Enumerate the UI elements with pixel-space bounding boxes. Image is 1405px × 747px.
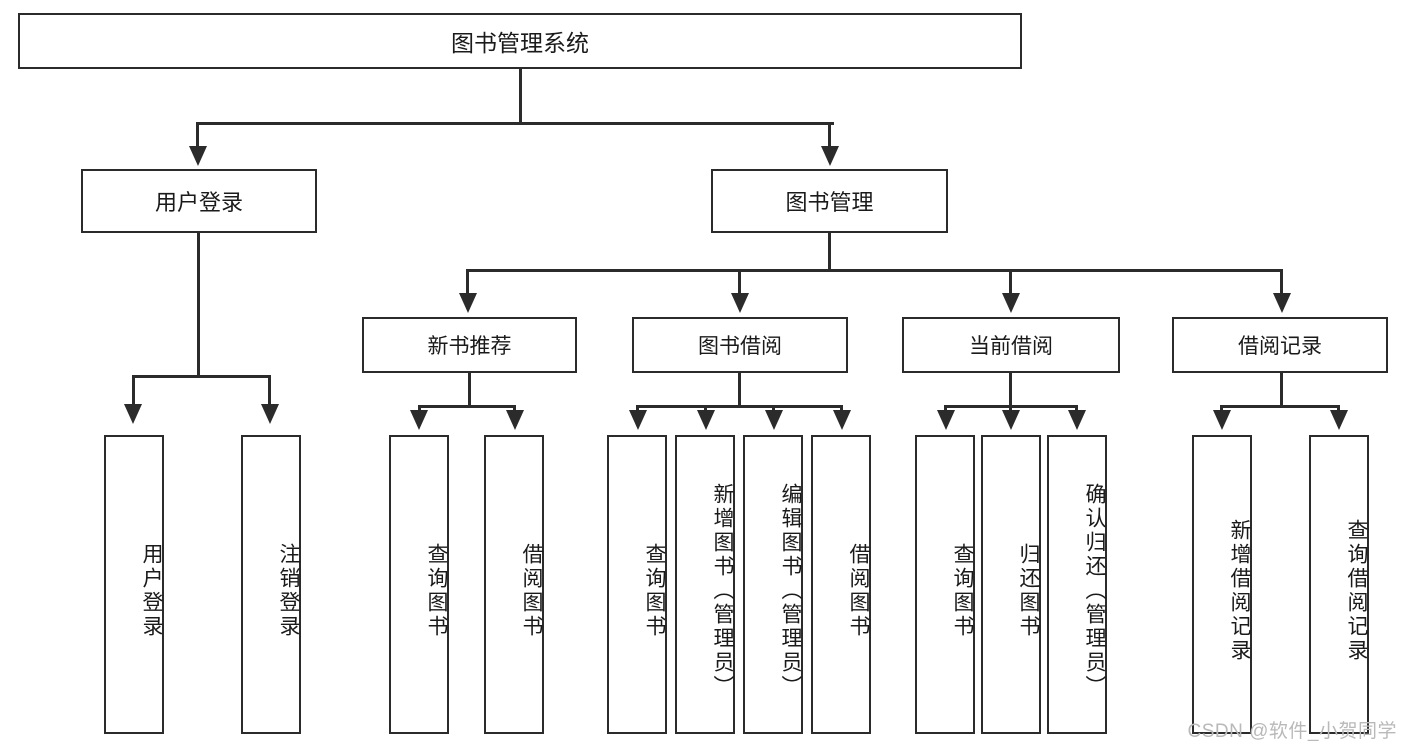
connector-borrow-record-drop-1 [1220,405,1223,413]
node-label: 查询借阅记录 [1345,518,1368,663]
connector-book-mgmt-drop-3 [1009,269,1012,295]
node-label: 图书借阅 [698,335,782,358]
node-book-management[interactable]: 图书管理 [711,169,948,233]
connector-new-book-drop-1 [418,405,421,413]
connector-book-borrow-drop-1 [636,405,639,413]
node-label: 新增借阅记录 [1228,518,1251,663]
connector-user-login-bus [132,375,269,378]
node-label: 借阅图书 [520,542,543,639]
arrow-down-icon [506,410,524,430]
connector-root-drop-1 [196,122,199,149]
connector-root-bus [196,122,834,125]
node-label: 新增图书（管理员） [711,482,734,699]
leaf-add-borrow-record[interactable]: 新增借阅记录 [1192,435,1252,734]
leaf-query-book-recommend[interactable]: 查询图书 [389,435,449,734]
connector-book-mgmt-drop-4 [1280,269,1283,295]
arrow-down-icon [1213,410,1231,430]
node-label: 查询图书 [643,542,666,639]
arrow-down-icon [1330,410,1348,430]
connector-user-login-drop-2 [268,375,271,407]
connector-new-book-drop-2 [513,405,516,413]
node-label: 注销登录 [277,542,300,639]
connector-root-drop-2 [828,122,831,149]
leaf-borrow-book-recommend[interactable]: 借阅图书 [484,435,544,734]
node-label: 编辑图书（管理员） [779,482,802,699]
leaf-add-book-admin[interactable]: 新增图书（管理员） [675,435,735,734]
leaf-return-book[interactable]: 归还图书 [981,435,1041,734]
connector-new-book-stem [468,373,471,405]
connector-new-book-bus [418,405,516,408]
arrow-down-icon [821,146,839,166]
connector-borrow-record-bus [1220,405,1340,408]
arrow-down-icon [731,293,749,313]
arrow-down-icon [1002,410,1020,430]
leaf-query-book-current[interactable]: 查询图书 [915,435,975,734]
node-label: 确认归还（管理员） [1083,482,1106,699]
leaf-query-book-borrow[interactable]: 查询图书 [607,435,667,734]
connector-book-borrow-stem [738,373,741,405]
node-borrow-record[interactable]: 借阅记录 [1172,317,1388,373]
csdn-watermark: CSDN @软件_小贺同学 [1187,721,1397,742]
connector-current-borrow-stem [1009,373,1012,405]
arrow-down-icon [937,410,955,430]
connector-book-borrow-drop-4 [840,405,843,413]
connector-user-login-stem [197,233,200,375]
leaf-logout[interactable]: 注销登录 [241,435,301,734]
arrow-down-icon [124,404,142,424]
arrow-down-icon [1002,293,1020,313]
node-label: 用户登录 [140,542,163,639]
leaf-user-login[interactable]: 用户登录 [104,435,164,734]
connector-book-mgmt-stem [828,233,831,269]
connector-book-mgmt-bus [466,269,1283,272]
connector-current-borrow-drop-1 [944,405,947,413]
connector-current-borrow-drop-2 [1009,405,1012,413]
node-label: 借阅记录 [1238,335,1322,358]
arrow-down-icon [459,293,477,313]
node-label: 查询图书 [951,542,974,639]
connector-book-mgmt-drop-1 [466,269,469,295]
leaf-query-borrow-record[interactable]: 查询借阅记录 [1309,435,1369,734]
node-label: 查询图书 [425,542,448,639]
arrow-down-icon [1068,410,1086,430]
connector-root-stem [519,69,522,122]
node-book-borrow[interactable]: 图书借阅 [632,317,848,373]
connector-book-borrow-bus [636,405,842,408]
node-label: 当前借阅 [969,335,1053,358]
node-label: 新书推荐 [427,335,512,358]
node-label: 图书管理系统 [451,30,589,56]
connector-user-login-drop-1 [132,375,135,407]
connector-borrow-record-stem [1280,373,1283,405]
connector-book-mgmt-drop-2 [738,269,741,295]
arrow-down-icon [629,410,647,430]
arrow-down-icon [765,410,783,430]
connector-borrow-record-drop-2 [1337,405,1340,413]
arrow-down-icon [189,146,207,166]
node-label: 借阅图书 [847,542,870,639]
connector-current-borrow-drop-3 [1075,405,1078,413]
node-user-login[interactable]: 用户登录 [81,169,317,233]
node-current-borrow[interactable]: 当前借阅 [902,317,1120,373]
arrow-down-icon [697,410,715,430]
leaf-edit-book-admin[interactable]: 编辑图书（管理员） [743,435,803,734]
arrow-down-icon [410,410,428,430]
node-root-book-management-system[interactable]: 图书管理系统 [18,13,1022,69]
node-label: 用户登录 [154,190,243,215]
node-label: 归还图书 [1017,542,1040,639]
connector-book-borrow-drop-3 [772,405,775,413]
connector-book-borrow-drop-2 [704,405,707,413]
arrow-down-icon [261,404,279,424]
arrow-down-icon [833,410,851,430]
arrow-down-icon [1273,293,1291,313]
leaf-confirm-return-admin[interactable]: 确认归还（管理员） [1047,435,1107,734]
node-new-book-recommend[interactable]: 新书推荐 [362,317,577,373]
leaf-borrow-book[interactable]: 借阅图书 [811,435,871,734]
node-label: 图书管理 [785,190,874,215]
